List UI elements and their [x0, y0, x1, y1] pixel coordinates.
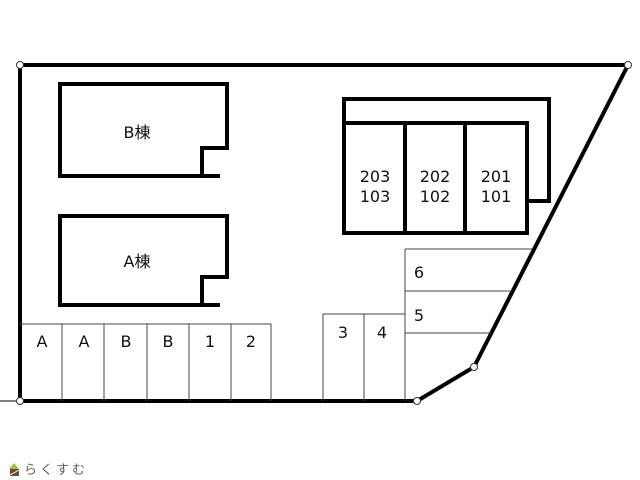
parking-label: 5	[414, 306, 424, 325]
unit-lower: 103	[360, 187, 391, 206]
logo-house-icon	[9, 463, 20, 476]
unit-lower: 102	[420, 187, 451, 206]
building-b-label: B棟	[124, 123, 151, 142]
parking-label: 3	[338, 323, 348, 342]
parking-pair	[322, 313, 405, 401]
parking-side	[404, 248, 532, 401]
building-b	[58, 82, 229, 178]
boundary-markers	[16, 61, 632, 405]
unit-upper: 202	[420, 167, 451, 186]
site-boundary	[18, 63, 632, 403]
apartment-building	[342, 97, 551, 235]
parking-label: 4	[377, 323, 387, 342]
building-a	[58, 214, 229, 307]
unit-upper: 203	[360, 167, 391, 186]
parking-label: B	[121, 332, 132, 351]
parking-label: 2	[246, 332, 256, 351]
parking-label: A	[37, 332, 48, 351]
parking-label: 1	[205, 332, 215, 351]
parking-label: A	[79, 332, 90, 351]
parking-label: 6	[414, 263, 424, 282]
parking-row	[20, 323, 272, 401]
building-a-label: A棟	[124, 252, 151, 271]
parking-label: B	[163, 332, 174, 351]
unit-lower: 101	[481, 187, 512, 206]
unit-upper: 201	[481, 167, 512, 186]
logo-text: らくすむ	[24, 463, 89, 478]
